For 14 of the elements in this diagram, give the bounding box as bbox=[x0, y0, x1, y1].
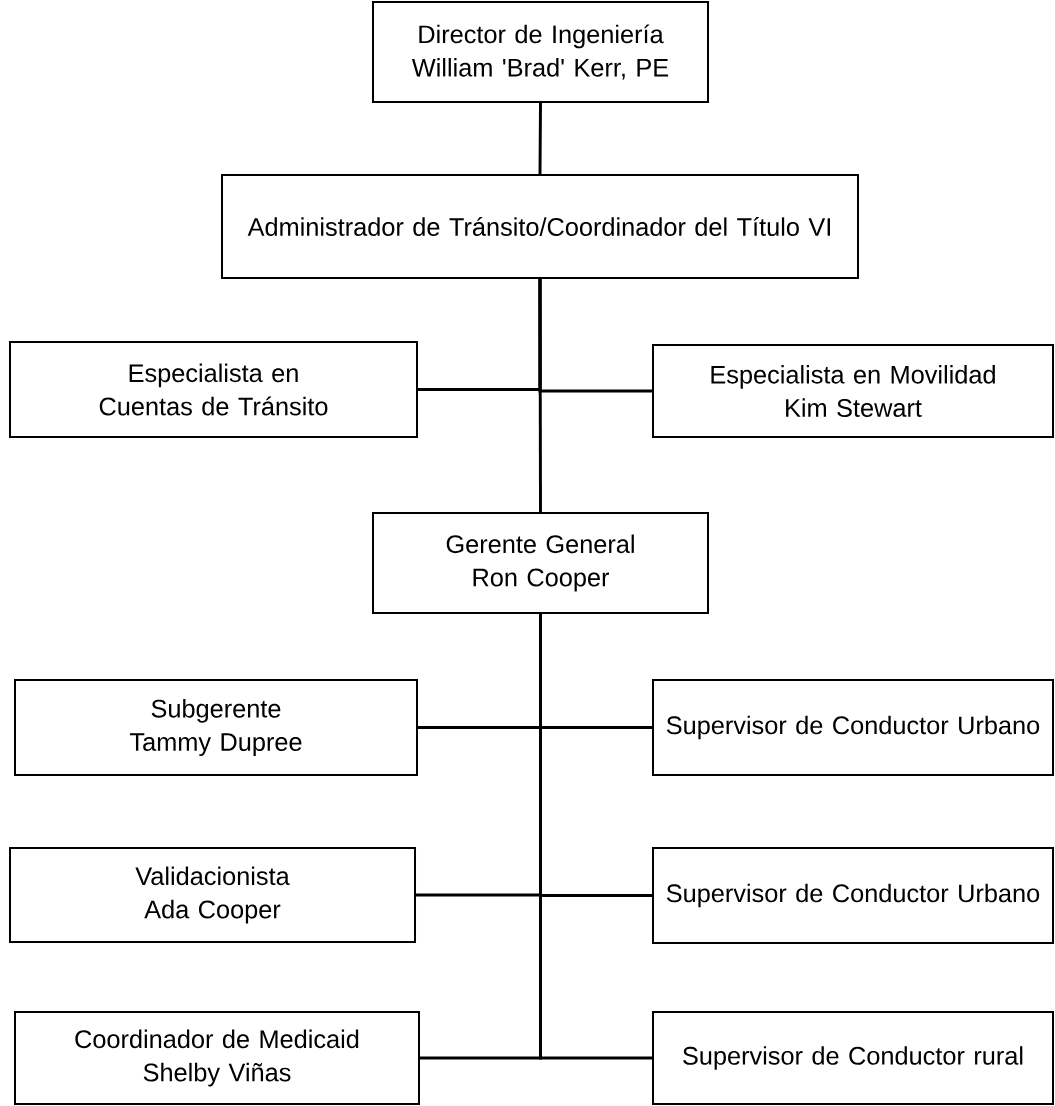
connector-line bbox=[538, 279, 652, 393]
role-box: Administrador de Tránsito/Coordinador del Título VI bbox=[221, 174, 859, 279]
role-box: Director de Ingeniería William 'Brad' Kerr, PE bbox=[372, 1, 709, 103]
connector-line bbox=[539, 614, 652, 1060]
role-box: Supervisor de Conductor rural bbox=[652, 1011, 1054, 1105]
role-box: Gerente General Ron Cooper bbox=[372, 512, 709, 614]
role-box: Especialista en Movilidad Kim Stewart bbox=[652, 344, 1054, 438]
role-box: Subgerente Tammy Dupree bbox=[14, 679, 418, 776]
role-box: Supervisor de Conductor Urbano bbox=[652, 679, 1054, 776]
role-box: Coordinador de Medicaid Shelby Viñas bbox=[14, 1011, 420, 1105]
connector-line bbox=[538, 103, 542, 174]
role-box: Supervisor de Conductor Urbano bbox=[652, 847, 1054, 944]
role-box: Validacionista Ada Cooper bbox=[9, 847, 416, 943]
role-box: Especialista en Cuentas de Tránsito bbox=[9, 341, 418, 438]
